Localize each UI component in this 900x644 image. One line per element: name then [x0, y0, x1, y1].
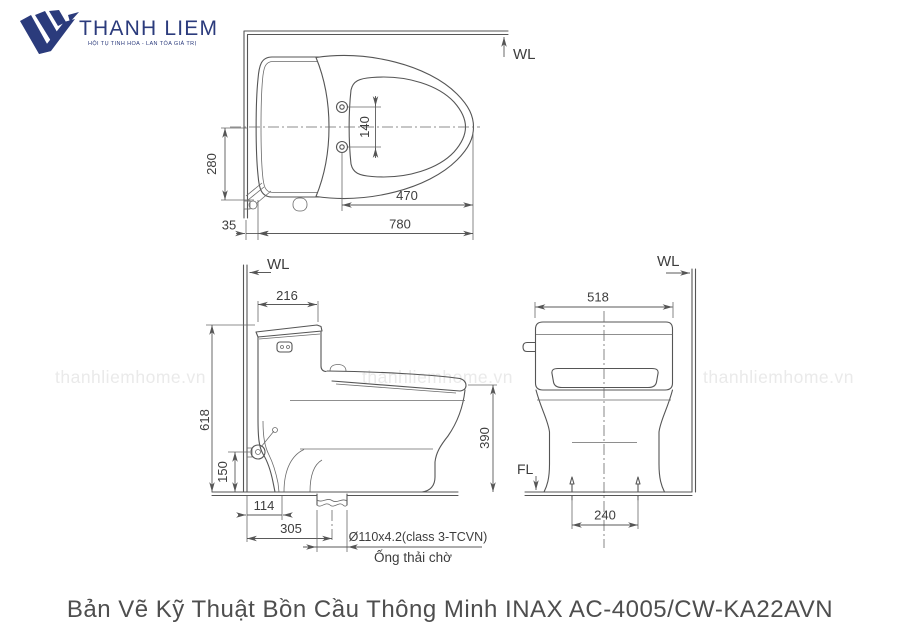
drawing-caption: Bản Vẽ Kỹ Thuật Bồn Cầu Thông Minh INAX …: [66, 596, 834, 623]
watermark-center: thanhliemhome.vn: [362, 367, 513, 387]
front-view-wl-label: WL: [657, 253, 680, 270]
dim-35: 35: [222, 218, 236, 233]
dim-280: 280: [204, 153, 219, 175]
side-view: WL: [197, 256, 497, 565]
dim-216: 216: [276, 288, 298, 303]
brand-logo: THANH LIEM HỘI TỤ TINH HOA - LAN TỎA GIÁ…: [17, 8, 277, 58]
dim-618: 618: [197, 409, 212, 431]
brand-logo-mark-icon: [20, 10, 79, 54]
top-view-wl-label: WL: [513, 46, 536, 63]
dim-780: 780: [389, 217, 411, 232]
pipe-spec-label: Ø110x4.2(class 3-TCVN): [349, 530, 488, 544]
front-view: WL FL 518: [517, 253, 697, 548]
brand-name: THANH LIEM: [79, 17, 219, 40]
floor-line-label: FL: [517, 461, 534, 477]
side-view-wl-label: WL: [267, 256, 290, 273]
watermark-right: thanhliemhome.vn: [703, 367, 854, 387]
pipe-note-label: Ống thải chờ: [374, 550, 452, 565]
dim-114: 114: [254, 498, 275, 513]
dim-518: 518: [587, 290, 609, 305]
dim-150: 150: [215, 461, 230, 483]
dim-470: 470: [396, 188, 418, 203]
brand-tagline: HỘI TỤ TINH HOA - LAN TỎA GIÁ TRỊ: [88, 41, 197, 47]
dim-140: 140: [357, 116, 372, 138]
watermark-left: thanhliemhome.vn: [55, 367, 206, 387]
top-view: WL 140: [204, 30, 536, 240]
dim-240: 240: [594, 508, 616, 523]
dim-390: 390: [477, 427, 492, 449]
dim-305: 305: [280, 521, 302, 536]
